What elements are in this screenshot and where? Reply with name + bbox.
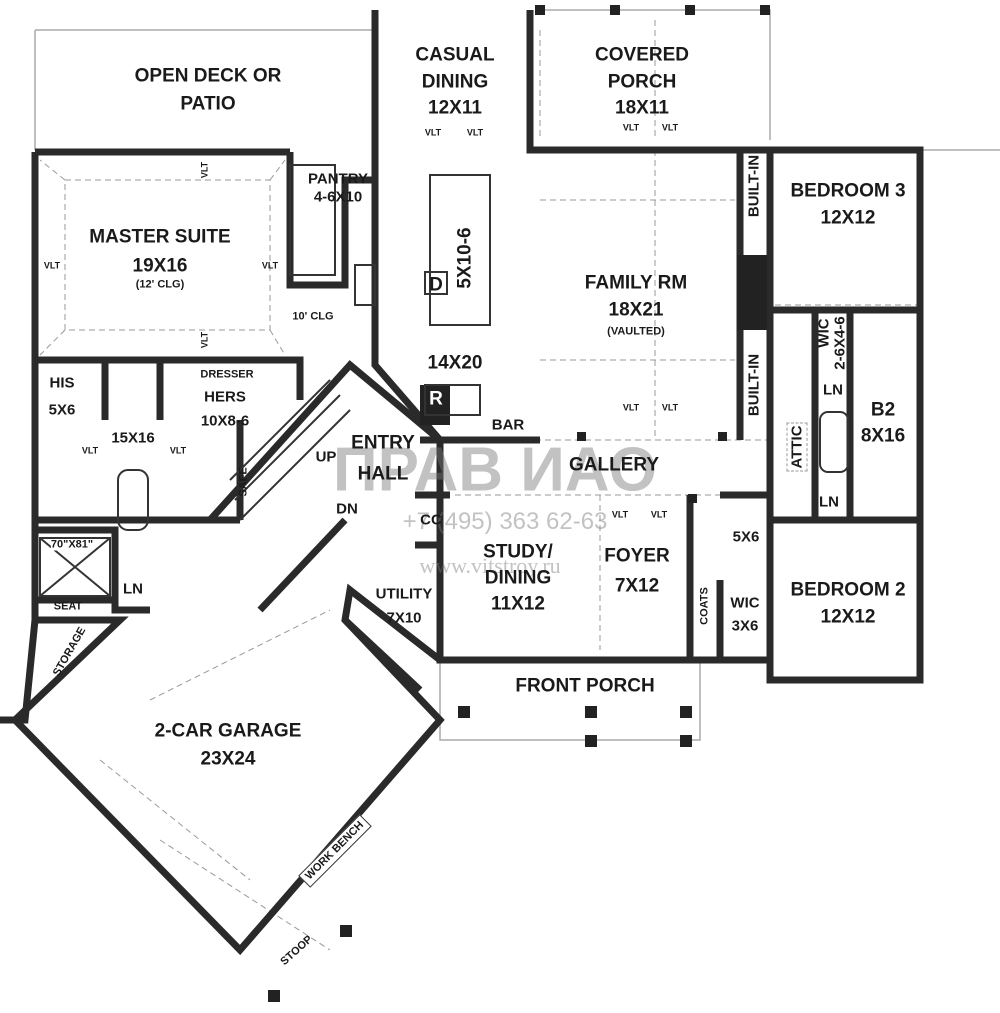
casual-dining-label-2: DINING (421, 71, 489, 93)
hers-closet-label: HERS (204, 388, 246, 406)
built-in-label-2: BUILT-IN (745, 353, 763, 417)
covered-porch-size: 18X11 (615, 97, 669, 119)
watermark-url: www.vitstroy.ru (419, 553, 561, 578)
vault-marker: VLT (466, 127, 484, 138)
bedroom3-label: BEDROOM 3 (790, 180, 906, 202)
family-room-size: 18X21 (608, 299, 664, 321)
family-room-note: (VAULTED) (607, 325, 665, 338)
vault-marker: VLT (199, 331, 210, 349)
casual-dining-size: 12X11 (428, 97, 482, 119)
his-closet-label: HIS (49, 374, 75, 392)
fixtures (39, 164, 849, 597)
entry-hall-label-2: HALL (357, 463, 409, 485)
kitchen-size: 14X20 (427, 352, 483, 374)
linen-label-2: LN (819, 493, 839, 511)
master-bath-size: 15X16 (111, 429, 155, 447)
attic-label: ATTIC (786, 422, 808, 472)
seat-label: SEAT (53, 600, 83, 613)
watermark-logo: ПРАВ ИАО (333, 435, 657, 505)
utility-label: UTILITY (375, 585, 433, 603)
vault-marker: VLT (650, 509, 668, 520)
stairs-up-label: UP (315, 448, 337, 466)
bar-label: BAR (491, 416, 525, 434)
wic1-label: WIC (815, 318, 833, 348)
coat-closet-label: CC (420, 511, 442, 529)
linen-label-1: LN (823, 381, 843, 399)
built-in-label-1: BUILT-IN (745, 154, 763, 218)
entry-hall-label: ENTRY (351, 432, 415, 454)
dresser-label: DRESSER (200, 368, 254, 381)
deck-outline (34, 9, 1000, 741)
master-suite-label: MASTER SUITE (89, 226, 231, 248)
shower-size: 70"X81" (50, 538, 94, 551)
vault-marker: VLT (261, 260, 279, 271)
safe-label: SAFE (237, 467, 250, 497)
linen-label-3: LN (123, 580, 143, 598)
vault-marker: VLT (661, 122, 679, 133)
deck-label-2: PATIO (180, 93, 236, 115)
vault-marker: VLT (199, 161, 210, 179)
b2-label: B2 (870, 399, 896, 421)
garage-label: 2-CAR GARAGE (154, 720, 302, 742)
garage-size: 23X24 (200, 748, 256, 770)
master-suite-note: (12' CLG) (135, 278, 185, 291)
master-suite-size: 19X16 (132, 255, 188, 277)
vault-marker: VLT (424, 127, 442, 138)
study-size: 11X12 (491, 593, 545, 615)
covered-porch-label-2: PORCH (607, 71, 677, 93)
front-porch-label: FRONT PORCH (515, 675, 655, 697)
his-closet-size: 5X6 (48, 401, 76, 419)
vault-marker: VLT (169, 445, 187, 456)
foyer-label: FOYER (604, 545, 670, 567)
refrigerator-label: R (429, 388, 443, 410)
bedroom2-size: 12X12 (820, 606, 876, 628)
pantry-size: 4-6X10 (313, 188, 363, 206)
vault-marker: VLT (43, 260, 61, 271)
hers-closet-size: 10X8-6 (200, 412, 250, 430)
study-label-2: DINING (484, 567, 552, 589)
vault-marker: VLT (622, 402, 640, 413)
kitchen-ceiling: 10' CLG (292, 310, 334, 323)
powder-room-size: 5X6 (732, 528, 760, 546)
pantry-label: PANTRY (308, 170, 368, 188)
vault-marker: VLT (622, 122, 640, 133)
island-size: 5X10-6 (454, 227, 476, 289)
coats-label: COATS (698, 587, 711, 625)
covered-porch-label: COVERED (595, 44, 689, 66)
wic2-label: WIC (730, 594, 760, 612)
casual-dining-label: CASUAL (415, 44, 495, 66)
gallery-label: GALLERY (568, 454, 660, 476)
wic2-size: 3X6 (731, 617, 759, 635)
vault-marker: VLT (661, 402, 679, 413)
deck-label: OPEN DECK OR (134, 65, 282, 87)
family-room-label: FAMILY RM (584, 272, 688, 294)
bedroom3-size: 12X12 (820, 207, 876, 229)
b2-size: 8X16 (860, 425, 906, 447)
watermark-phone: +7 (495) 363 62-63 (402, 508, 608, 535)
foyer-size: 7X12 (614, 575, 660, 597)
bedroom2-label: BEDROOM 2 (790, 579, 906, 601)
vault-marker: VLT (611, 509, 629, 520)
dishwasher-label: D (429, 274, 443, 296)
utility-size: 7X10 (386, 609, 422, 627)
wic1-size: 2-6X4-6 (831, 316, 849, 370)
stairs-down-label: DN (336, 500, 358, 518)
study-label: STUDY/ (483, 541, 553, 563)
vault-marker: VLT (81, 445, 99, 456)
